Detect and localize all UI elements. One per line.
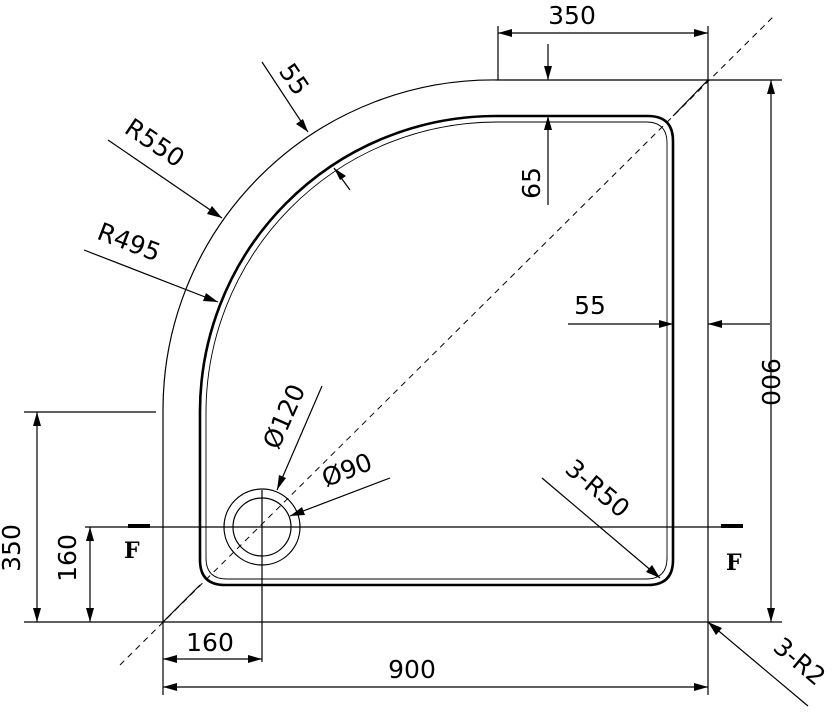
dim-label-outer-radius: R550	[120, 113, 190, 173]
arrow-left-top	[33, 412, 41, 426]
tray-inner-basin	[198, 114, 675, 587]
arrow-inner-right-left	[659, 320, 673, 328]
dim-label-rim-width: 55	[273, 58, 315, 101]
arrow-bottom-left	[163, 683, 177, 691]
leader-drain-inner	[289, 477, 391, 517]
dim-label-right-height: 900	[756, 358, 785, 406]
leader-drain-outer	[276, 385, 323, 491]
arrow-right-bottom	[767, 608, 775, 622]
arrow-r2	[708, 622, 722, 635]
arrow-rim-inner	[334, 168, 346, 180]
dim-label-corner-radius-inner: 3-R50	[560, 454, 635, 524]
arrow-drain-inner	[290, 507, 305, 516]
arrow-inner-top-lower	[544, 116, 552, 130]
tray-inner-basin-inner-line	[205, 121, 668, 580]
arrow-right-top	[767, 80, 775, 94]
dim-label-bottom-width: 900	[388, 655, 436, 684]
leader-r495	[83, 249, 219, 303]
arrow-r495	[203, 293, 218, 302]
dim-label-drain-outer: Ø120	[257, 380, 311, 453]
arrow-drain-height-bottom	[86, 608, 94, 622]
arrow-drain-height-top	[86, 527, 94, 541]
corner-line-top-right	[672, 79, 709, 117]
leader-rim-width	[261, 61, 309, 133]
dim-label-drain-offset: 160	[186, 628, 234, 657]
tray-outer-outline	[162, 79, 709, 623]
leader-r2	[707, 621, 809, 707]
arrow-top-left	[498, 29, 512, 37]
dim-label-top-width: 350	[548, 1, 596, 30]
arrow-drain-outer	[277, 475, 286, 490]
section-mark-right: F	[726, 550, 742, 576]
arrow-drain-offset-right	[248, 655, 262, 663]
arrow-bottom-right	[694, 683, 708, 691]
dim-label-inner-top-depth: 65	[517, 167, 546, 199]
dim-label-corner-radius-outer: 3-R2	[768, 632, 831, 692]
arrow-left-bottom	[33, 608, 41, 622]
section-mark-left: F	[124, 538, 140, 564]
dim-label-inner-radius: R495	[93, 217, 164, 267]
arrow-r50	[646, 565, 660, 578]
dim-label-inner-right-offset: 55	[574, 291, 606, 320]
dim-label-left-height: 350	[0, 524, 26, 572]
arrow-r550	[207, 206, 222, 218]
diagonal-centerline	[119, 14, 776, 666]
arrow-top-right	[694, 29, 708, 37]
arrow-rim-width	[296, 119, 308, 132]
dim-label-drain-height: 160	[53, 534, 82, 582]
leader-r50	[541, 477, 661, 579]
leader-r550	[107, 139, 223, 219]
arrow-inner-top-upper	[544, 66, 552, 80]
arrow-inner-right-right	[708, 320, 722, 328]
arrow-drain-offset-left	[163, 655, 177, 663]
